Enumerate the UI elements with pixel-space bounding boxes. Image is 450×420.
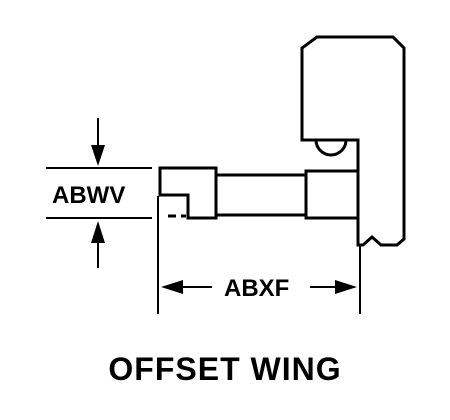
part-outline <box>158 35 406 247</box>
shaft-outline <box>214 173 308 217</box>
horizontal-dimension-label: ABXF <box>224 275 289 302</box>
wing-tip-outline <box>158 166 218 220</box>
body-outline <box>300 35 406 247</box>
arrow-left-icon <box>161 280 183 294</box>
hub-outline <box>304 169 360 220</box>
arrow-down-icon <box>91 145 105 166</box>
horizontal-dimension <box>157 196 361 314</box>
body-notch <box>314 139 348 157</box>
arrow-right-icon <box>335 280 357 294</box>
vertical-dimension-label: ABWV <box>52 182 125 209</box>
vertical-dimension <box>46 118 152 268</box>
diagram-caption: OFFSET WING <box>108 351 341 387</box>
arrow-up-icon <box>91 221 105 243</box>
